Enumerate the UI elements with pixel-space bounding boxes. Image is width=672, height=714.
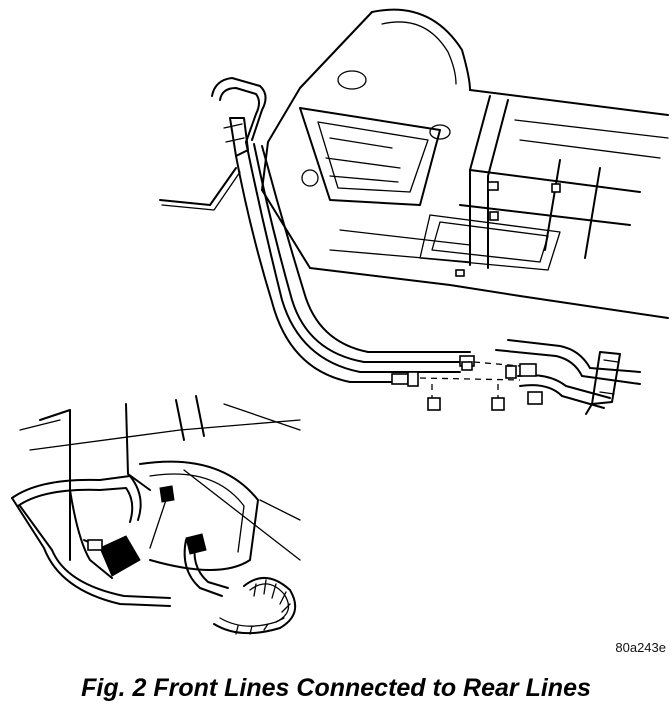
figure-reference-code: 80a243e: [615, 640, 666, 655]
fitting-nut: [427, 397, 441, 411]
inset-detail: [11, 395, 301, 635]
rear-brake-lines: [495, 339, 641, 415]
floor-pan: [261, 8, 669, 319]
fitting-nut: [491, 397, 505, 411]
figure-caption: Fig. 2 Front Lines Connected to Rear Lin…: [81, 674, 591, 702]
brake-lines-illustration: [11, 8, 669, 635]
connection-guides: [419, 361, 521, 411]
front-brake-lines: [159, 77, 475, 387]
fitting-nut: [505, 365, 517, 379]
